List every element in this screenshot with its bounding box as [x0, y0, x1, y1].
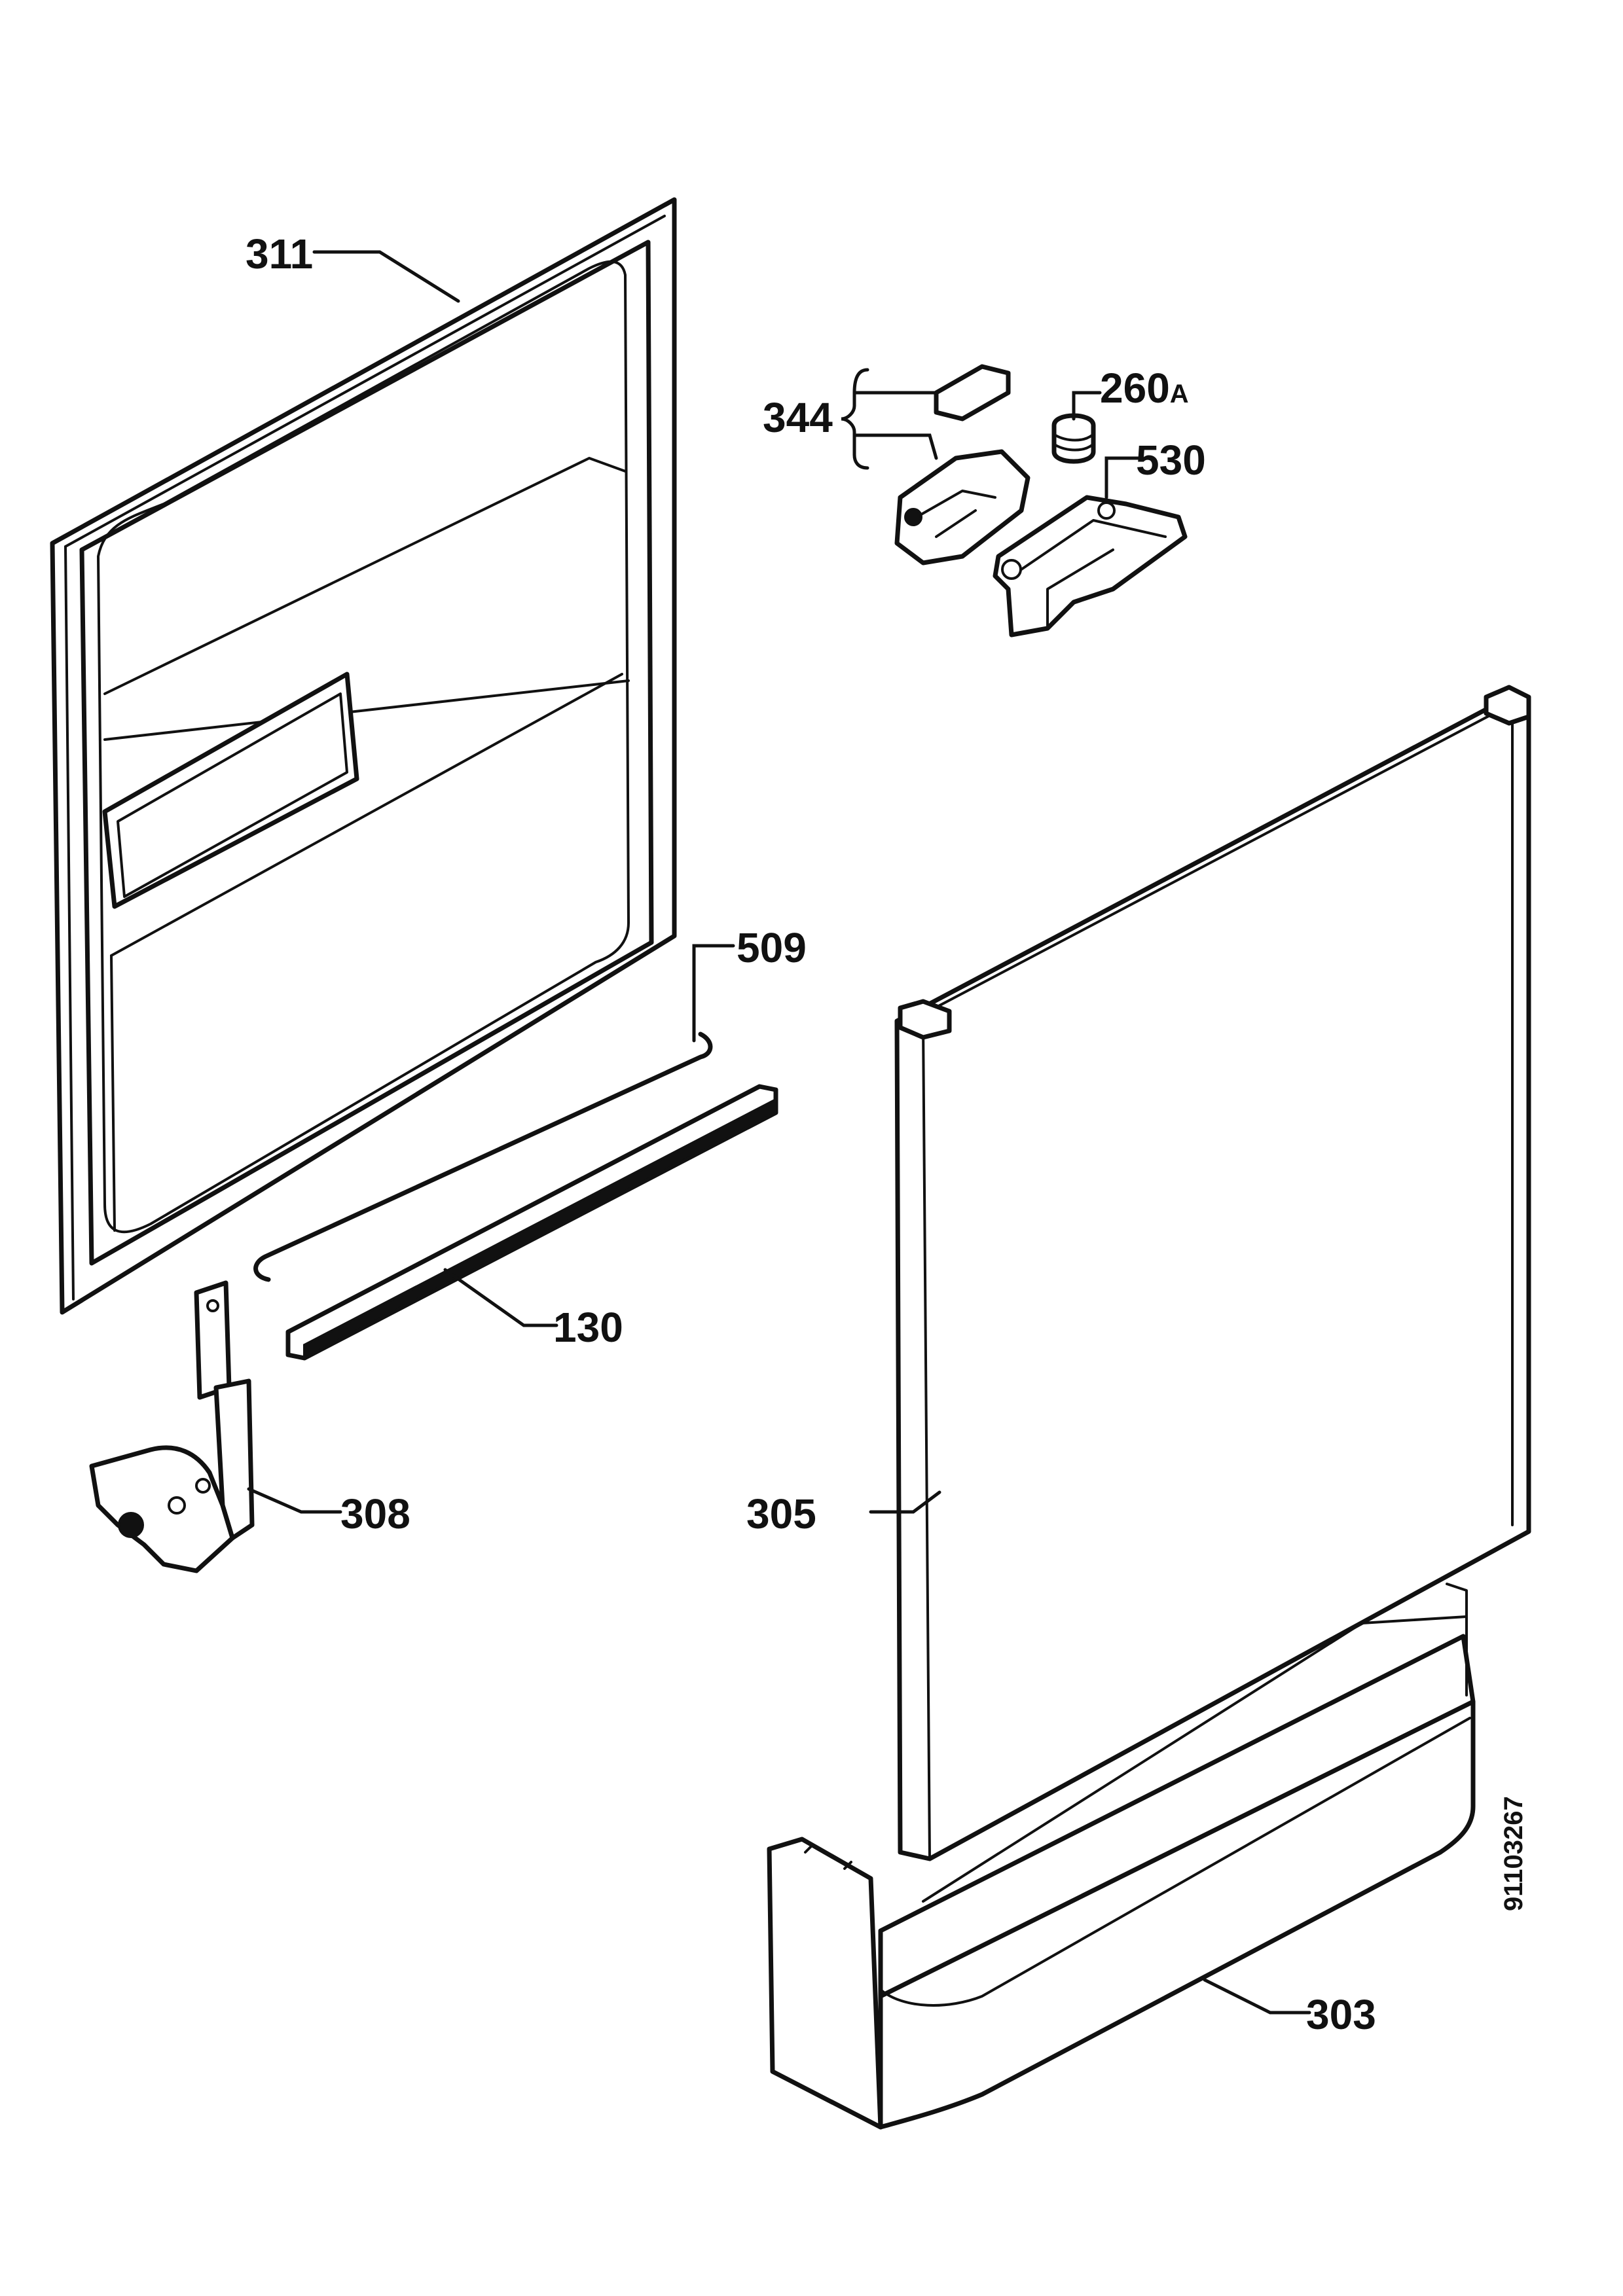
- leader-308: [247, 1487, 342, 1514]
- buffer-260a: [1051, 413, 1096, 464]
- inner-door-panel-311: [50, 197, 677, 1315]
- callout-260a: 260A: [1100, 365, 1189, 412]
- callout-308: 308: [340, 1490, 410, 1537]
- leader-303: [1203, 1978, 1311, 2015]
- leader-311: [312, 250, 460, 303]
- leader-530: [1104, 456, 1141, 499]
- callout-305: 305: [746, 1490, 816, 1537]
- callout-530: 530: [1136, 437, 1206, 484]
- lock-bracket-530: [993, 495, 1188, 637]
- leader-305: [869, 1490, 941, 1514]
- door-lock-344: [894, 364, 1030, 565]
- callout-130: 130: [553, 1304, 623, 1351]
- hinge-308: [89, 1280, 255, 1573]
- callout-509: 509: [737, 924, 807, 971]
- seal-strip-130: [285, 1084, 778, 1361]
- leader-130: [443, 1268, 558, 1327]
- callout-311: 311: [246, 230, 313, 278]
- outer-door-panel-305: [894, 685, 1531, 1861]
- cable-509: [253, 1031, 713, 1282]
- kick-plate-303: [767, 1583, 1476, 2130]
- leader-344-b: [852, 433, 938, 460]
- bracket-344: [841, 368, 869, 470]
- leader-260a: [1072, 391, 1102, 421]
- callout-344: 344: [763, 394, 833, 441]
- callout-303: 303: [1306, 1991, 1376, 2038]
- drawing-code: 91103267: [1499, 1796, 1528, 1911]
- leader-509: [692, 944, 735, 1043]
